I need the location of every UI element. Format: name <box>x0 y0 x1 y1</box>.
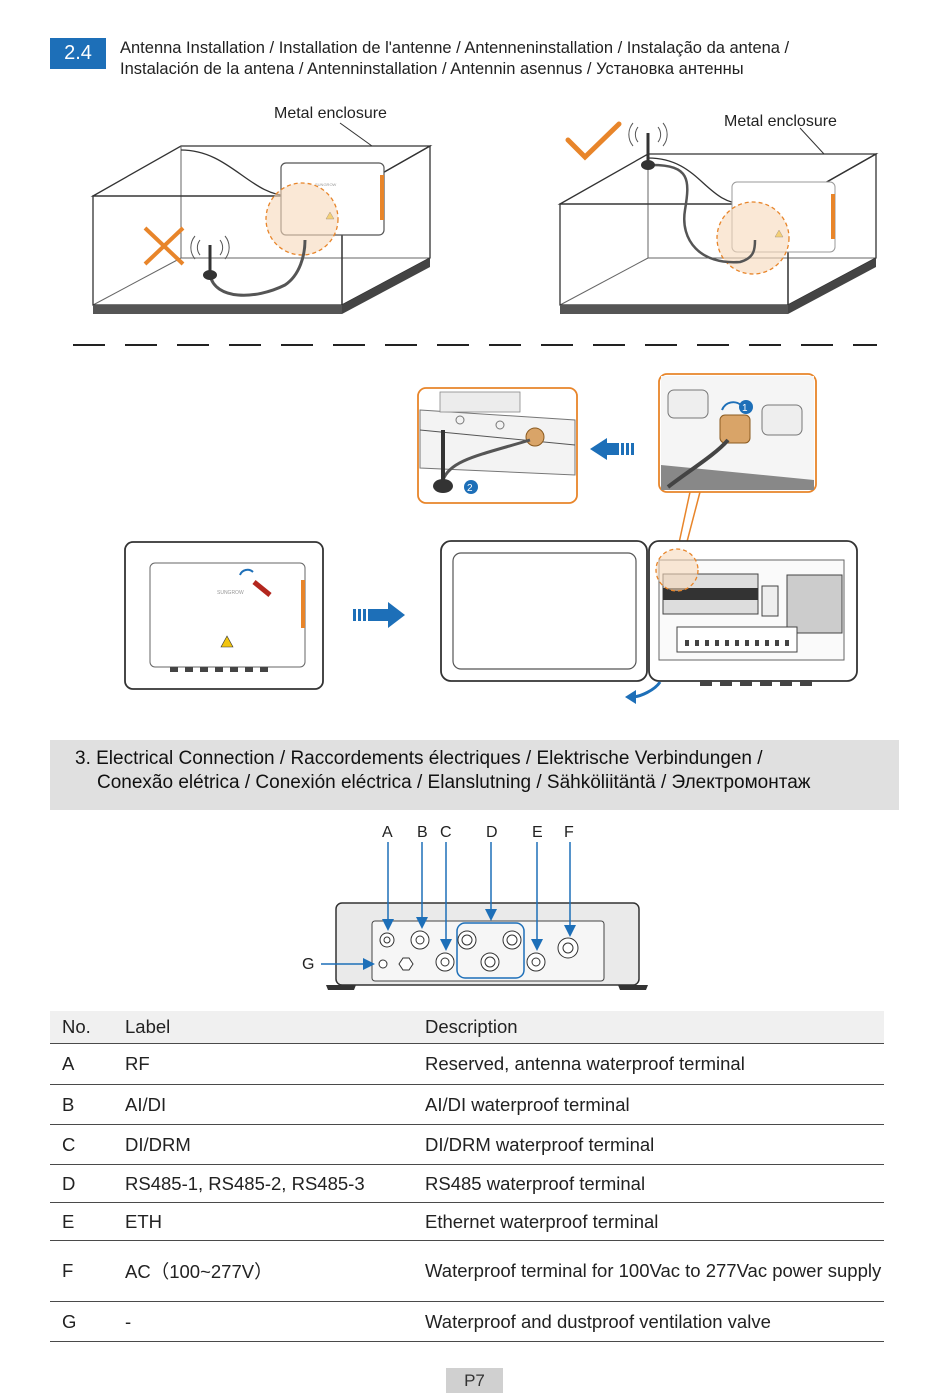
table-header-row: No. Label Description <box>50 1011 884 1044</box>
terminal-letter-e: E <box>532 824 543 841</box>
row-description: Waterproof terminal for 100Vac to 277Vac… <box>425 1240 884 1302</box>
table-row: A RF Reserved, antenna waterproof termin… <box>50 1043 884 1085</box>
section-title-line1: Antenna Installation / Installation de l… <box>120 39 790 57</box>
device-brand-text: SUNGROW <box>315 182 337 187</box>
row-label: DI/DRM <box>125 1124 425 1165</box>
row-label: AI/DI <box>125 1084 425 1125</box>
electrical-title-line2: Conexão elétrica / Conexión eléctrica / … <box>97 772 811 793</box>
electrical-title-line1: 3. Electrical Connection / Raccordements… <box>75 748 763 769</box>
section-title: Antenna Installation / Installation de l… <box>120 38 900 80</box>
table-row: D RS485-1, RS485-2, RS485-3 RS485 waterp… <box>50 1164 884 1203</box>
header-description: Description <box>425 1011 884 1044</box>
row-no: G <box>50 1301 125 1342</box>
row-description: RS485 waterproof terminal <box>425 1164 884 1203</box>
header-label: Label <box>125 1011 425 1044</box>
table-row: B AI/DI AI/DI waterproof terminal <box>50 1084 884 1125</box>
closed-device-illustration: SUNGROW <box>124 541 324 690</box>
step-2-number: 2 <box>467 483 473 494</box>
direction-arrow-right <box>353 602 405 628</box>
row-description: Ethernet waterproof terminal <box>425 1202 884 1241</box>
table-row: E ETH Ethernet waterproof terminal <box>50 1202 884 1241</box>
terminal-bottom-view <box>321 842 648 990</box>
terminal-letter-b: B <box>417 824 428 841</box>
row-description: Reserved, antenna waterproof terminal <box>425 1043 884 1085</box>
row-label: RF <box>125 1043 425 1085</box>
antenna-connect-detail: 2 <box>417 387 578 504</box>
table-row: G - Waterproof and dustproof ventilation… <box>50 1301 884 1342</box>
metal-enclosure-label-right: Metal enclosure <box>724 113 837 130</box>
header-no: No. <box>50 1011 125 1044</box>
table-row: F AC（100~277V） Waterproof terminal for 1… <box>50 1240 884 1302</box>
cap-removal-detail: 1 <box>658 373 817 493</box>
page-number: P7 <box>446 1368 503 1393</box>
row-label: - <box>125 1301 425 1342</box>
terminal-letter-c: C <box>440 824 452 841</box>
terminal-letter-d: D <box>486 824 498 841</box>
row-no: A <box>50 1043 125 1085</box>
row-no: D <box>50 1164 125 1203</box>
electrical-section-title: 3. Electrical Connection / Raccordements… <box>75 747 875 795</box>
step-1-number: 1 <box>742 403 748 414</box>
section-title-line2: Instalación de la antena / Antenninstall… <box>120 60 744 78</box>
installation-illustrations: SUNGROW Metal enclosure Metal enclosur <box>73 105 879 990</box>
direction-arrow-left <box>590 438 634 460</box>
section-number-badge: 2.4 <box>50 38 106 69</box>
row-label: ETH <box>125 1202 425 1241</box>
terminal-table: No. Label Description A RF Reserved, ant… <box>50 1011 884 1342</box>
row-description: DI/DRM waterproof terminal <box>425 1124 884 1165</box>
row-label: RS485-1, RS485-2, RS485-3 <box>125 1164 425 1203</box>
enclosure-incorrect-illustration: SUNGROW <box>90 122 433 314</box>
row-description: AI/DI waterproof terminal <box>425 1084 884 1125</box>
enclosure-correct-illustration <box>557 121 879 314</box>
terminal-letter-f: F <box>564 824 574 841</box>
row-no: E <box>50 1202 125 1241</box>
terminal-letter-g: G <box>302 956 314 973</box>
metal-enclosure-label-left: Metal enclosure <box>274 105 387 122</box>
row-label: AC（100~277V） <box>125 1240 425 1302</box>
row-description: Waterproof and dustproof ventilation val… <box>425 1301 884 1342</box>
device-brand-text-2: SUNGROW <box>217 590 244 596</box>
row-no: F <box>50 1240 125 1302</box>
row-no: B <box>50 1084 125 1125</box>
open-device-illustration <box>440 540 858 704</box>
table-row: C DI/DRM DI/DRM waterproof terminal <box>50 1124 884 1165</box>
electrical-section-band <box>50 740 899 810</box>
terminal-letter-a: A <box>382 824 393 841</box>
row-no: C <box>50 1124 125 1165</box>
